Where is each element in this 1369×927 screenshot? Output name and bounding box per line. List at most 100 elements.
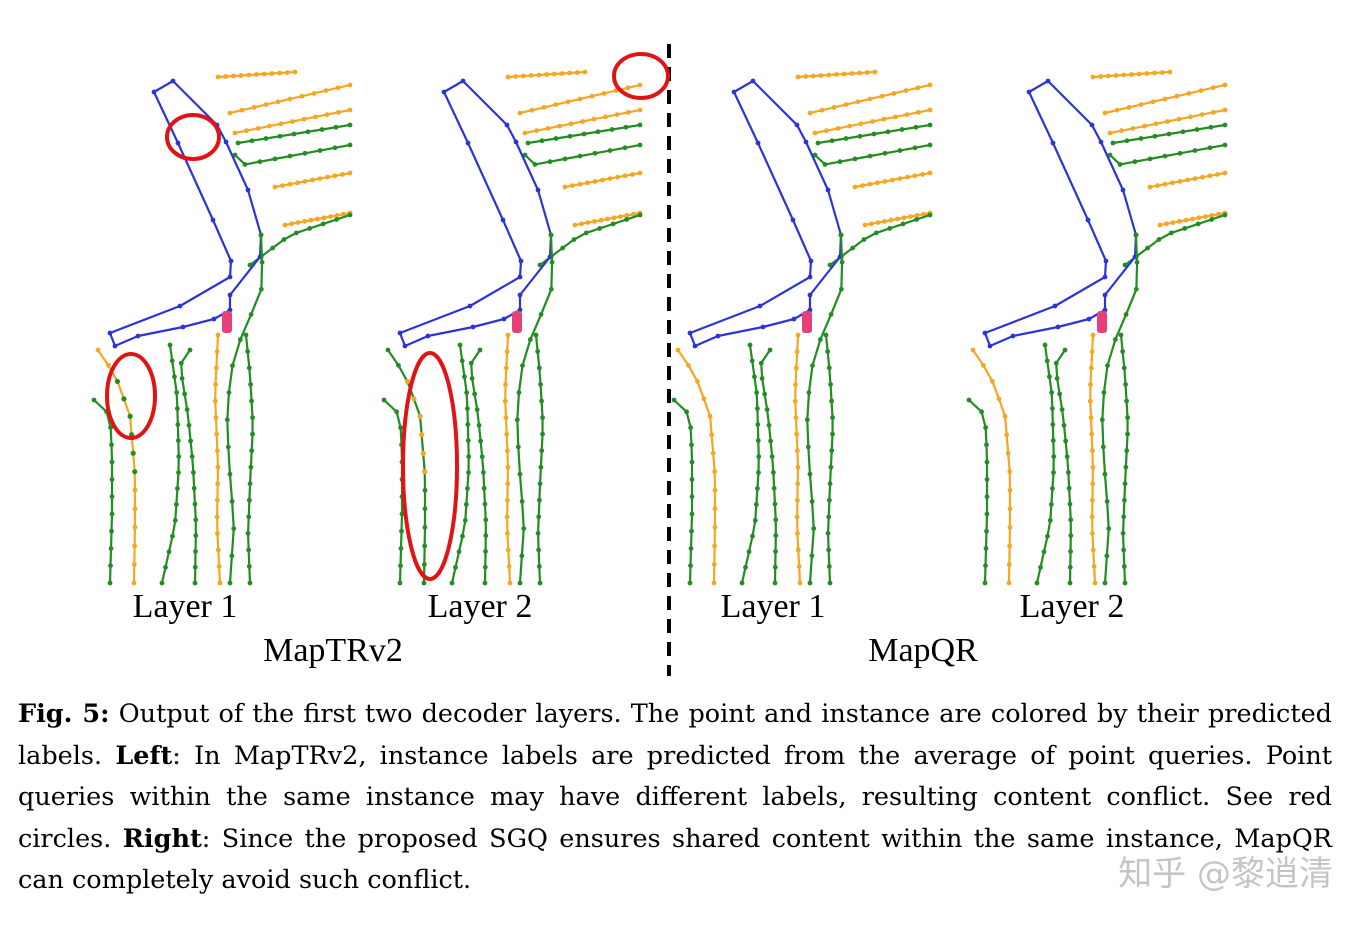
lane-3-point	[465, 438, 471, 443]
ped-crossing-top-2-point	[287, 96, 293, 102]
lane-1-point	[214, 514, 220, 520]
divider-right-point	[229, 498, 235, 504]
ped-crossing-top-3-point	[626, 109, 631, 115]
divider-top-3-point	[571, 237, 577, 242]
ped-crossing-top-5-point	[289, 221, 294, 227]
ped-crossing-top-2-point	[517, 110, 523, 116]
divider-top-2-point	[1207, 145, 1213, 151]
divider-right-point	[227, 580, 233, 586]
lane-left-green-point	[984, 511, 990, 517]
lane-left-orange-point	[1006, 580, 1012, 586]
ped-crossing-top-5-point	[895, 216, 900, 222]
ped-crossing-top-3-point	[232, 130, 238, 136]
road-boundary-point	[987, 343, 993, 349]
lane-2	[180, 349, 197, 584]
divider-right-point	[1102, 580, 1108, 586]
ped-crossing-top-5-point	[572, 222, 578, 228]
lane-2-point	[766, 422, 772, 428]
lane-left-green-point	[108, 425, 114, 430]
lane-left-green-point	[982, 580, 988, 586]
divider-top-1-point	[347, 122, 353, 128]
road-boundary-point	[210, 217, 216, 223]
lane-4-point	[827, 580, 833, 586]
road-boundary-point	[1045, 78, 1051, 84]
ped-crossing-top-4-point	[860, 183, 865, 189]
divider-top-1-point	[333, 124, 339, 130]
divider-top-2-point	[882, 150, 888, 156]
lane-2-point	[192, 501, 198, 507]
lane-4	[244, 334, 254, 584]
lane-left-orange-point	[421, 580, 427, 586]
lane-left-green-point	[109, 459, 115, 465]
divider-right-point	[224, 417, 230, 423]
lane-left-orange-point	[711, 562, 717, 567]
lane-4-point	[828, 464, 834, 470]
lane-4-point	[249, 448, 255, 454]
lane-3-point	[752, 374, 757, 380]
lane-2	[760, 349, 777, 584]
divider-top-2-point	[822, 162, 828, 167]
lane-1-point	[215, 497, 220, 503]
lane-1	[214, 334, 222, 584]
divider-top-3-point	[610, 221, 616, 227]
divider-right-point	[548, 286, 554, 292]
divider-right-point	[515, 444, 521, 450]
lane-3-point	[453, 564, 458, 570]
lane-4-point	[830, 431, 835, 437]
lane-2-point	[190, 470, 196, 475]
road-boundary-point	[1089, 122, 1095, 128]
ped-crossing-top-3-point	[568, 121, 574, 127]
lane-left-orange-point	[95, 347, 101, 353]
divider-top-2-point	[1177, 150, 1183, 156]
ped-crossing-top-2-point	[867, 96, 873, 102]
lane-left-green-point	[399, 511, 405, 517]
lane-3-point	[1049, 390, 1055, 395]
divider-top-2-point	[302, 150, 308, 156]
lane-1-point	[795, 481, 801, 487]
lane-4-point	[1121, 365, 1127, 371]
conflict-circle-1	[612, 52, 670, 100]
divider-top-1-point	[1180, 129, 1186, 135]
lane-1-point	[795, 464, 801, 470]
lane-3-point	[746, 549, 752, 555]
lane-1-point	[215, 547, 221, 553]
divider-top-2-point	[1132, 159, 1138, 165]
lane-3-point	[465, 486, 470, 491]
lane-4-point	[829, 398, 834, 404]
lane-left-green-point	[107, 580, 113, 586]
lane-4-point	[1123, 382, 1128, 387]
ped-crossing-top-3-point	[1130, 126, 1136, 131]
lane-3-point	[755, 438, 761, 443]
lane-left-orange-point	[422, 543, 428, 549]
divider-top-3-point	[247, 262, 253, 268]
map-panel-1	[91, 69, 353, 586]
lane-4-point	[247, 481, 253, 487]
divider-top-2-point	[1117, 162, 1123, 167]
lane-4-point	[536, 564, 542, 569]
ped-crossing-top-3-point	[278, 121, 284, 127]
ped-crossing-top-4-point	[905, 174, 910, 180]
ped-crossing-top-4-point	[302, 179, 308, 184]
lane-4	[824, 334, 834, 584]
divider-right-point	[807, 580, 813, 586]
conflict-circle-2	[105, 352, 157, 440]
road-boundary-point	[982, 330, 988, 336]
lane-1-point	[1088, 382, 1093, 387]
ped-crossing-top-5-point	[1177, 219, 1182, 224]
lane-1	[1089, 334, 1097, 584]
road-boundary-point	[467, 303, 473, 309]
ped-crossing-top-3-point	[1199, 112, 1205, 117]
lane-3-point	[449, 580, 455, 586]
lane-4-point	[247, 580, 253, 586]
divider-right-point	[259, 259, 265, 265]
lane-1	[504, 334, 512, 584]
lane-1-point	[215, 531, 220, 536]
road-boundary-point	[1120, 187, 1126, 193]
ped-crossing-top-5-point	[315, 216, 320, 222]
lane-4-point	[539, 448, 545, 454]
lane-left-orange-point	[132, 524, 138, 530]
ped-crossing-top-4-point	[637, 170, 643, 176]
divider-top-2-point	[562, 156, 568, 162]
lane-2	[470, 349, 487, 584]
ped-crossing-top-2-point	[299, 93, 305, 99]
